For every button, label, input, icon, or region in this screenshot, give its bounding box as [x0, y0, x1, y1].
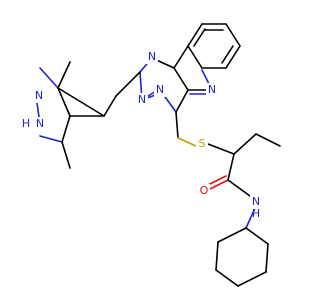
- chemical-structure-diagram: N N N N N N N S O H H: [22, 23, 281, 287]
- atom-label-n7: N: [252, 195, 260, 208]
- atom-label-n6: N: [36, 117, 44, 130]
- pyrazole-ring: [35, 61, 105, 169]
- atom-label-o1: O: [200, 184, 209, 197]
- pyrimidine-ring: [159, 45, 213, 113]
- atom-label-h2: H: [252, 207, 260, 220]
- ethyl-linker: [103, 71, 141, 117]
- benzene-ring: [187, 23, 241, 69]
- atom-label-n1: N: [148, 50, 156, 63]
- atom-label-n3: N: [156, 83, 164, 96]
- atom-label-h1: H: [22, 117, 30, 130]
- atom-label-n4: N: [138, 93, 146, 106]
- atom-label-n2: N: [208, 83, 216, 96]
- butanamide-chain: [175, 111, 281, 229]
- atom-label-n5: N: [35, 89, 43, 102]
- atom-labels: N N N N N N N S O H H: [22, 50, 262, 220]
- atom-label-s1: S: [199, 137, 206, 150]
- cyclohexyl-ring: [215, 227, 269, 287]
